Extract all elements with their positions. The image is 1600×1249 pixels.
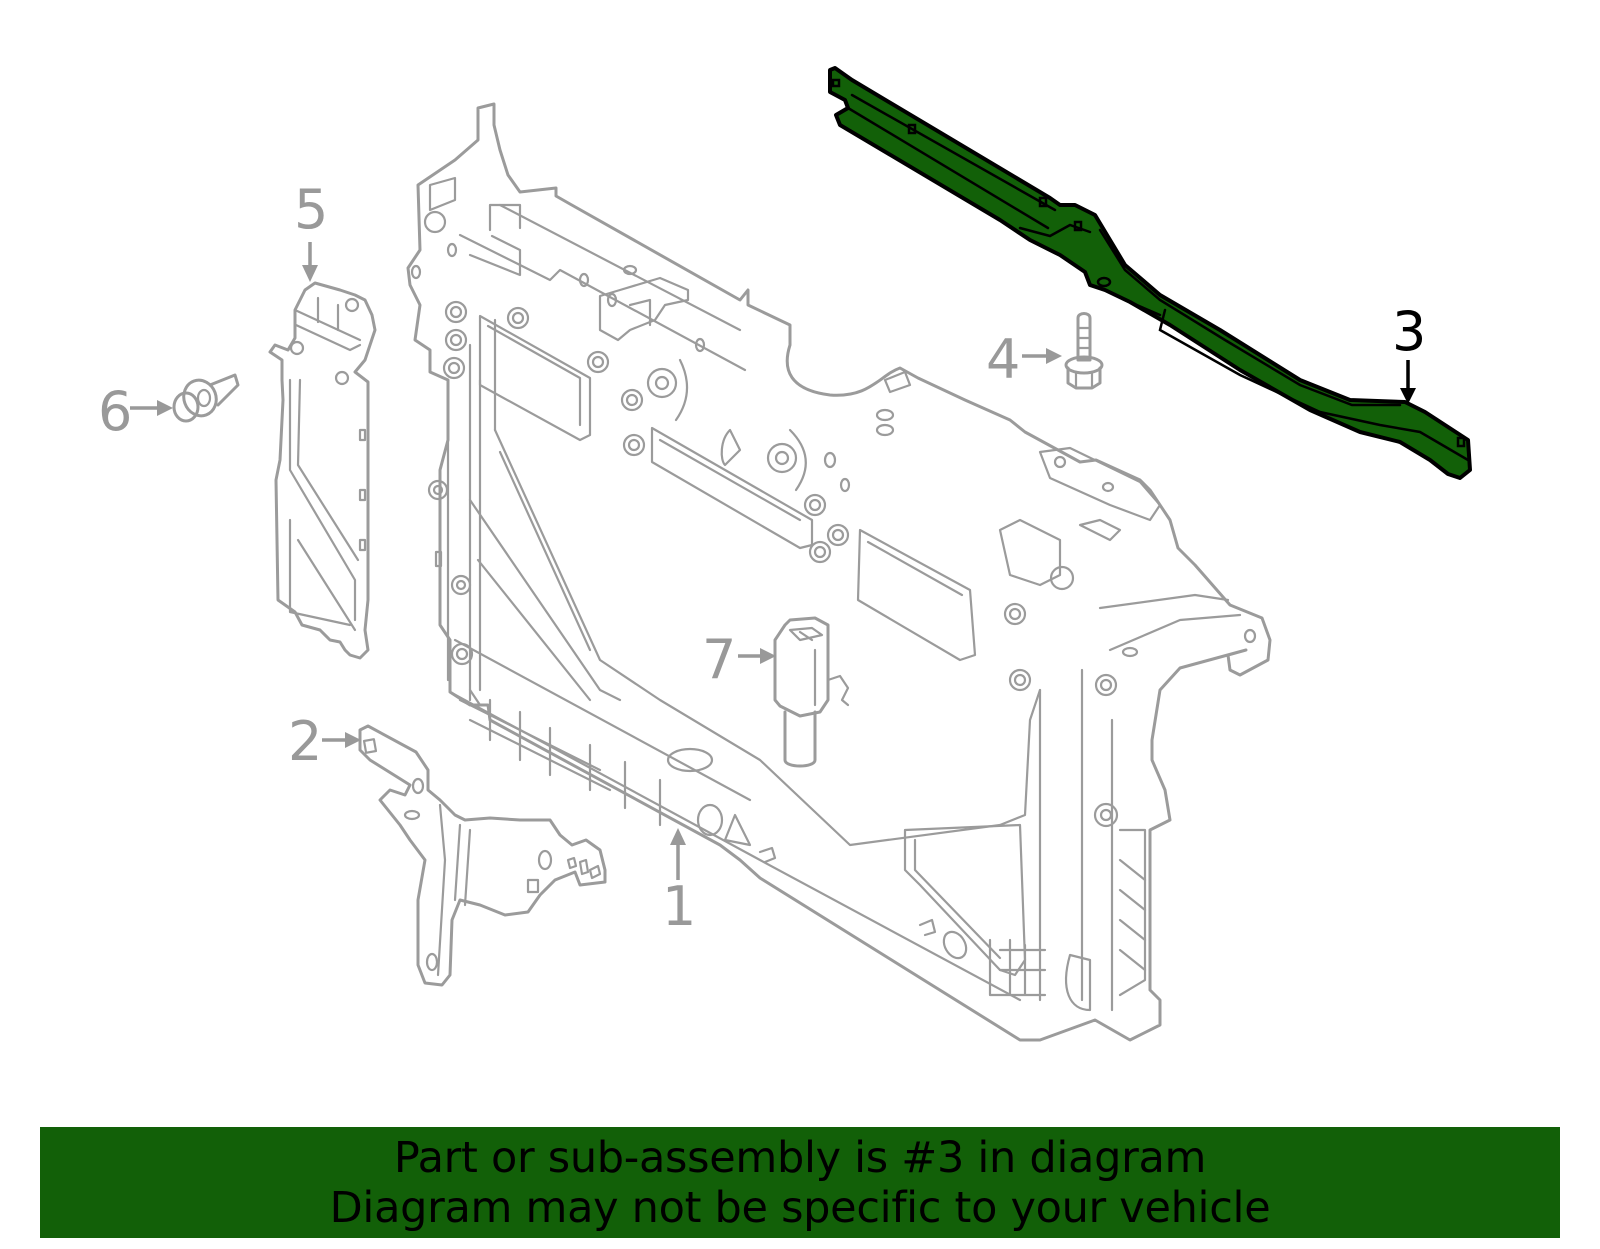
banner-line-1: Part or sub-assembly is #3 in diagram xyxy=(393,1132,1207,1183)
part-6-push-pin[interactable] xyxy=(172,373,240,423)
callout-4-label: 4 xyxy=(986,328,1020,391)
callout-2-label: 2 xyxy=(288,710,322,773)
callout-1[interactable]: 1 xyxy=(662,828,696,938)
part-2-side-bracket[interactable] xyxy=(358,724,607,987)
part-3-upper-tie-bar[interactable] xyxy=(828,66,1472,480)
info-banner: Part or sub-assembly is #3 in diagram Di… xyxy=(40,1127,1560,1238)
callout-5-label: 5 xyxy=(294,178,328,241)
part-7-sensor[interactable] xyxy=(773,616,850,768)
banner-line-2: Diagram may not be specific to your vehi… xyxy=(329,1182,1271,1233)
callout-2[interactable]: 2 xyxy=(288,710,361,773)
callout-3[interactable]: 3 xyxy=(1392,300,1426,404)
callout-7-label: 7 xyxy=(702,628,736,691)
callout-3-label: 3 xyxy=(1392,300,1426,363)
callout-4[interactable]: 4 xyxy=(986,328,1062,391)
part-1-radiator-support[interactable] xyxy=(406,102,1272,1042)
part-4-flange-bolt[interactable] xyxy=(1064,312,1104,390)
parts-diagram: 1 2 3 4 5 6 7 xyxy=(98,66,1472,1042)
callout-7[interactable]: 7 xyxy=(702,628,776,691)
callout-6-label: 6 xyxy=(98,380,132,443)
callout-6[interactable]: 6 xyxy=(98,380,173,443)
callout-5[interactable]: 5 xyxy=(294,178,328,282)
callout-1-label: 1 xyxy=(662,875,696,938)
part-5-side-panel[interactable] xyxy=(268,281,377,660)
